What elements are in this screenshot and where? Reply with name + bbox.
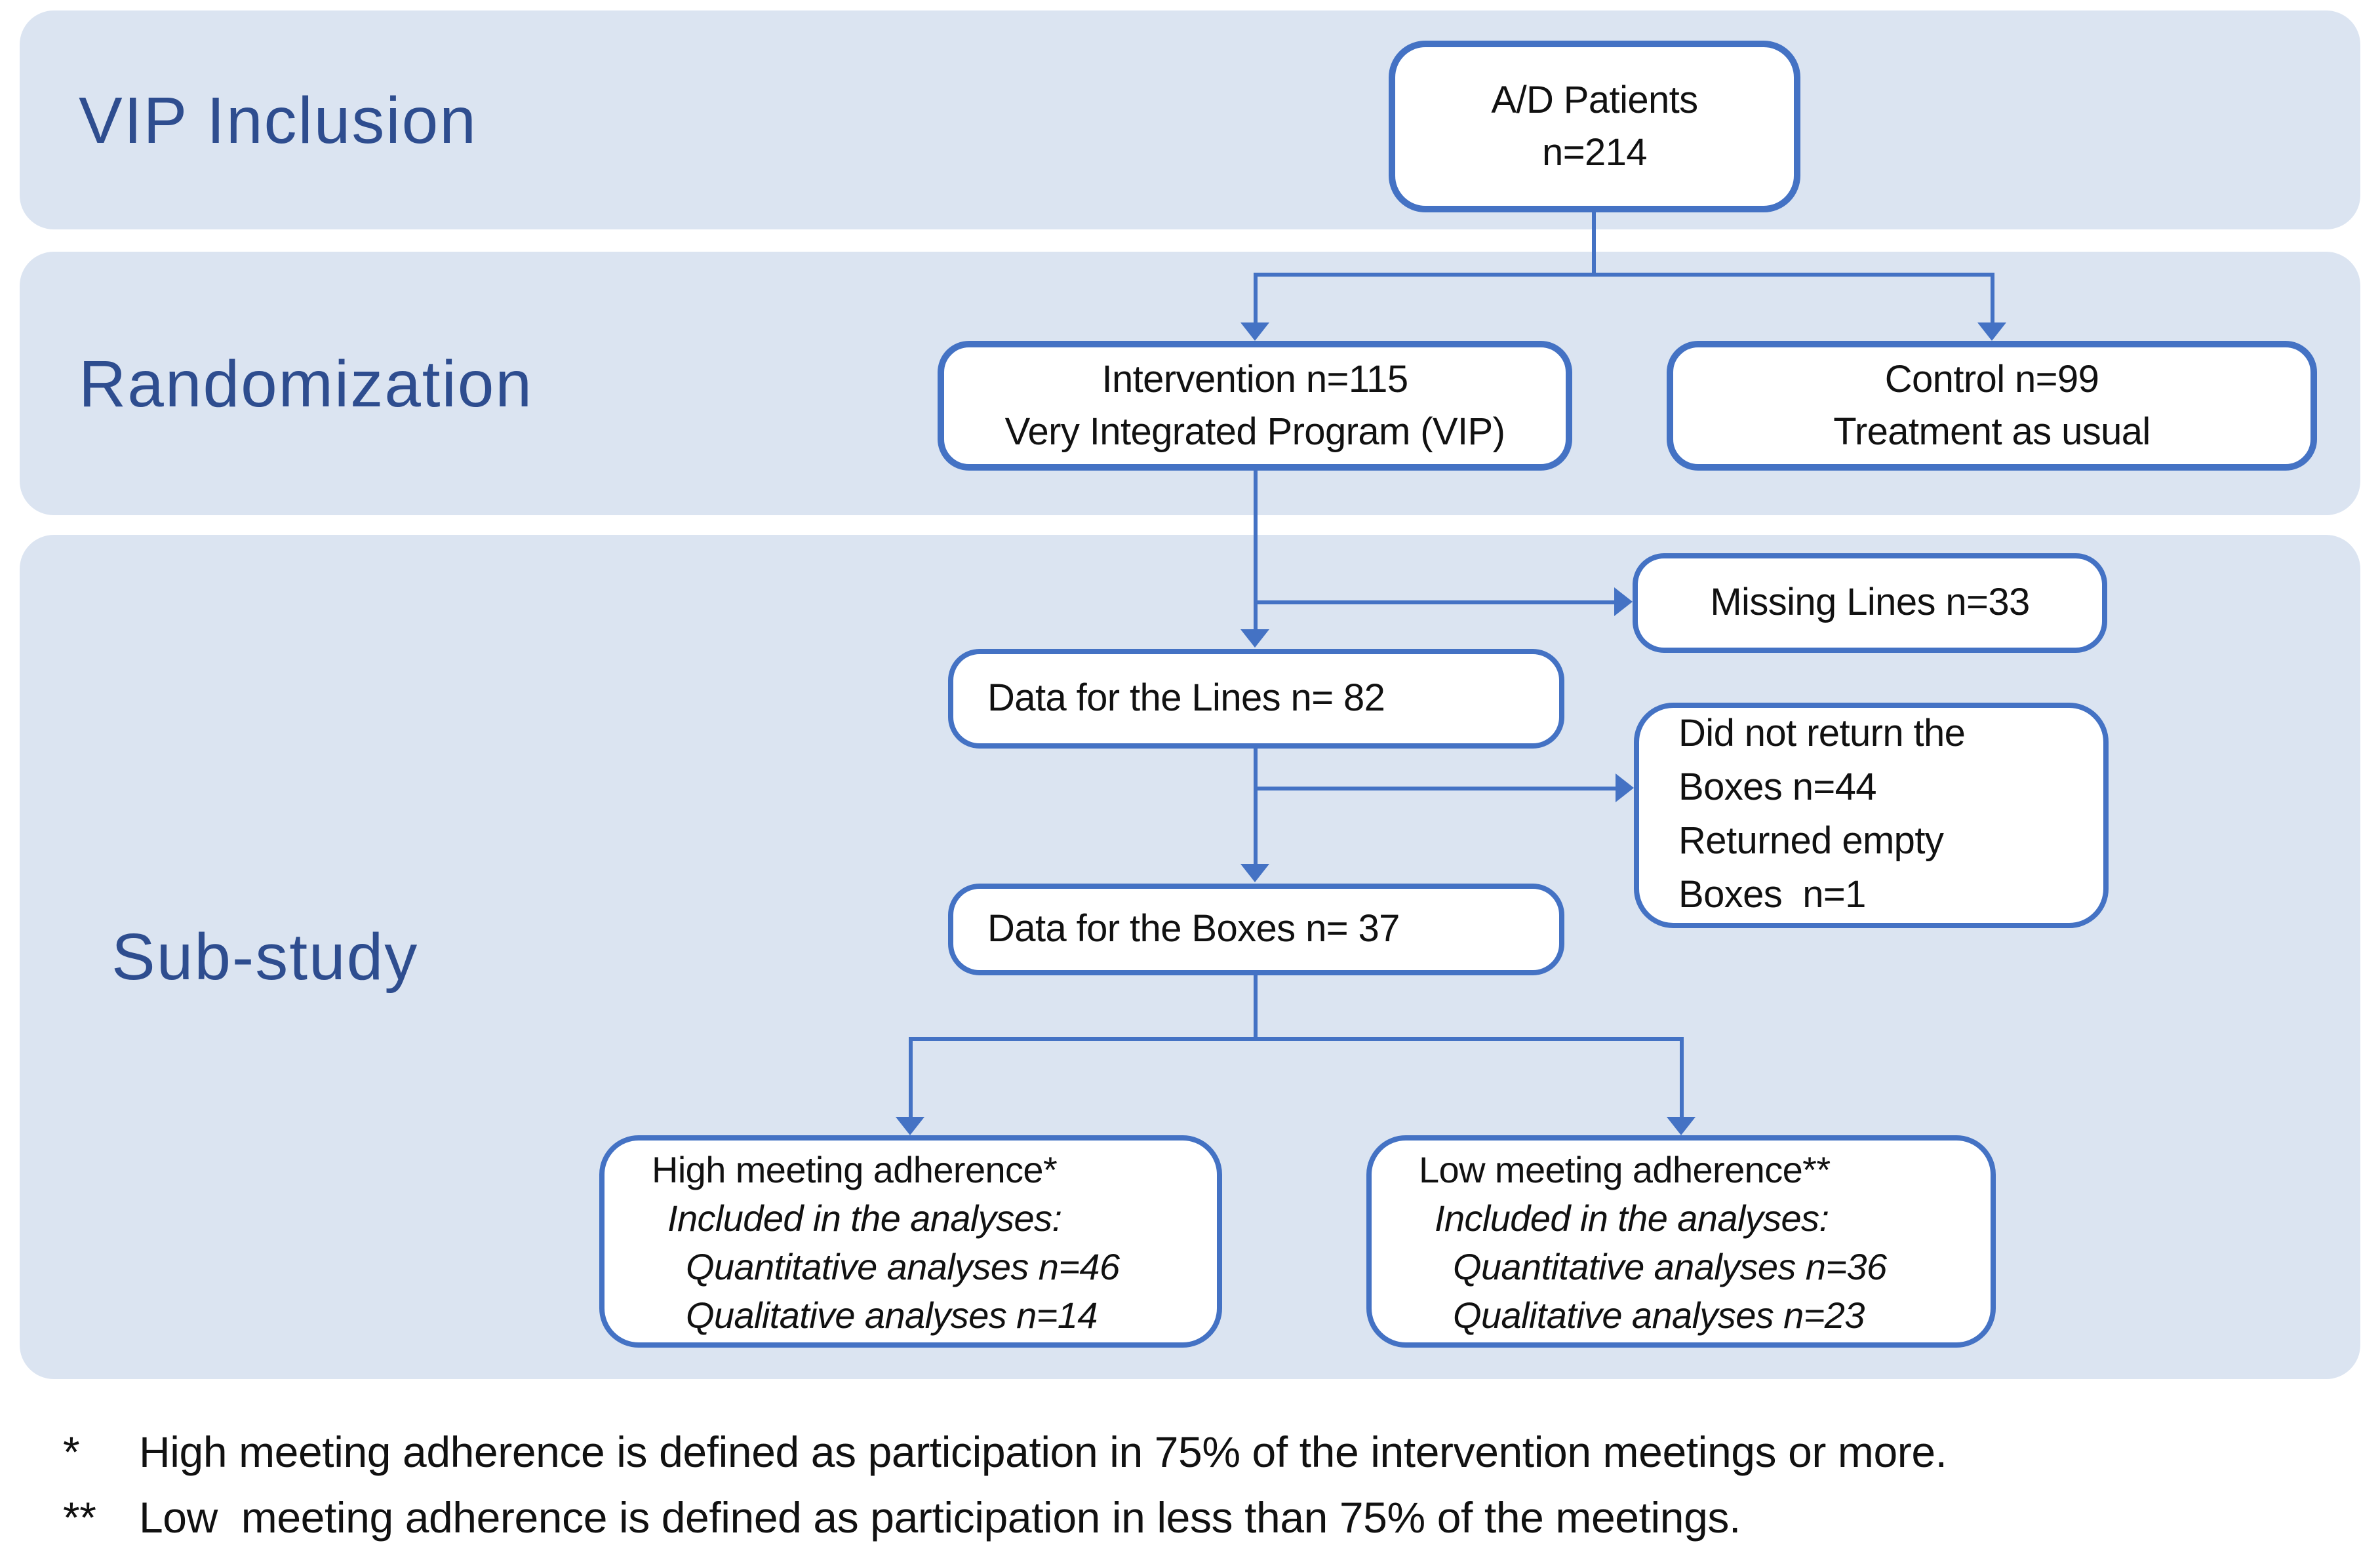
- footnote-1-marker: *: [63, 1428, 80, 1476]
- box-ad-patients: A/D Patients n=214: [1389, 41, 1800, 212]
- box-low-adherence: Low meeting adherence** Included in the …: [1366, 1135, 1996, 1348]
- box-did-not-return-line4: Boxes n=1: [1678, 874, 1866, 916]
- connector-datalines-to-databoxes: [1254, 746, 1258, 869]
- box-low-adherence-item1: Quantitative analyses n=36: [1453, 1247, 1887, 1287]
- arrowhead-datalines: [1240, 629, 1269, 648]
- arrowhead-low-adherence: [1667, 1117, 1696, 1135]
- connector-to-didnotreturn: [1254, 787, 1619, 790]
- box-ad-patients-line2: n=214: [1542, 132, 1648, 174]
- box-high-adherence: High meeting adherence* Included in the …: [599, 1135, 1222, 1348]
- connector-adherence-branch: [909, 1037, 1684, 1041]
- box-did-not-return: Did not return the Boxes n=44 Returned e…: [1634, 703, 2109, 928]
- box-missing-lines-line1: Missing Lines n=33: [1710, 582, 2030, 624]
- box-high-adherence-item2: Qualitative analyses n=14: [686, 1295, 1098, 1336]
- box-data-boxes-line1: Data for the Boxes n= 37: [987, 908, 1400, 950]
- connector-randomization-branch: [1254, 273, 1994, 277]
- connector-databoxes-stub: [1254, 973, 1258, 1041]
- footnote-high-adherence: * High meeting adherence is defined as p…: [63, 1424, 2331, 1481]
- box-data-boxes: Data for the Boxes n= 37: [948, 884, 1564, 975]
- section-label-vip-inclusion: VIP Inclusion: [79, 83, 477, 157]
- connector-to-low-adherence: [1680, 1037, 1684, 1121]
- footnote-1-text: High meeting adherence is defined as par…: [139, 1428, 1947, 1476]
- box-low-adherence-item2: Qualitative analyses n=23: [1453, 1295, 1865, 1336]
- box-data-lines: Data for the Lines n= 82: [948, 649, 1564, 749]
- connector-to-control: [1991, 273, 1994, 328]
- box-control: Control n=99 Treatment as usual: [1667, 341, 2317, 471]
- footnote-2-text: Low meeting adherence is defined as part…: [139, 1493, 1741, 1542]
- box-did-not-return-line2: Boxes n=44: [1678, 767, 1877, 809]
- section-label-randomization: Randomization: [79, 347, 534, 420]
- box-intervention: Intervention n=115 Very Integrated Progr…: [938, 341, 1572, 471]
- box-ad-patients-line1: A/D Patients: [1491, 79, 1698, 121]
- arrowhead-didnotreturn: [1616, 773, 1634, 802]
- box-high-adherence-title: High meeting adherence*: [652, 1150, 1058, 1190]
- connector-to-missinglines: [1254, 600, 1618, 604]
- connector-to-intervention: [1254, 273, 1258, 328]
- section-label-substudy: Sub-study: [111, 920, 419, 994]
- box-control-line1: Control n=99: [1884, 359, 2099, 400]
- arrowhead-missinglines: [1614, 587, 1633, 616]
- box-did-not-return-line3: Returned empty: [1678, 821, 1944, 863]
- arrowhead-control: [1977, 322, 2006, 341]
- arrowhead-databoxes: [1240, 864, 1269, 882]
- box-data-lines-line1: Data for the Lines n= 82: [987, 678, 1385, 720]
- arrowhead-intervention: [1240, 322, 1269, 341]
- box-intervention-line1: Intervention n=115: [1101, 359, 1409, 400]
- box-missing-lines: Missing Lines n=33: [1633, 553, 2107, 653]
- box-did-not-return-line1: Did not return the: [1678, 713, 1966, 755]
- connector-adpatients-stub: [1592, 210, 1596, 275]
- arrowhead-high-adherence: [896, 1117, 924, 1135]
- connector-intervention-to-datalines: [1254, 468, 1258, 633]
- box-intervention-line2: Very Integrated Program (VIP): [1004, 411, 1505, 453]
- box-control-line2: Treatment as usual: [1833, 411, 2151, 453]
- connector-to-high-adherence: [909, 1037, 913, 1121]
- box-high-adherence-subtitle: Included in the analyses:: [667, 1198, 1062, 1239]
- box-high-adherence-item1: Quantitative analyses n=46: [686, 1247, 1120, 1287]
- footnote-low-adherence: ** Low meeting adherence is defined as p…: [63, 1489, 2331, 1547]
- band-vip-inclusion: VIP Inclusion: [20, 10, 2360, 229]
- box-low-adherence-subtitle: Included in the analyses:: [1435, 1198, 1829, 1239]
- box-low-adherence-title: Low meeting adherence**: [1419, 1150, 1831, 1190]
- footnote-2-marker: **: [63, 1493, 96, 1542]
